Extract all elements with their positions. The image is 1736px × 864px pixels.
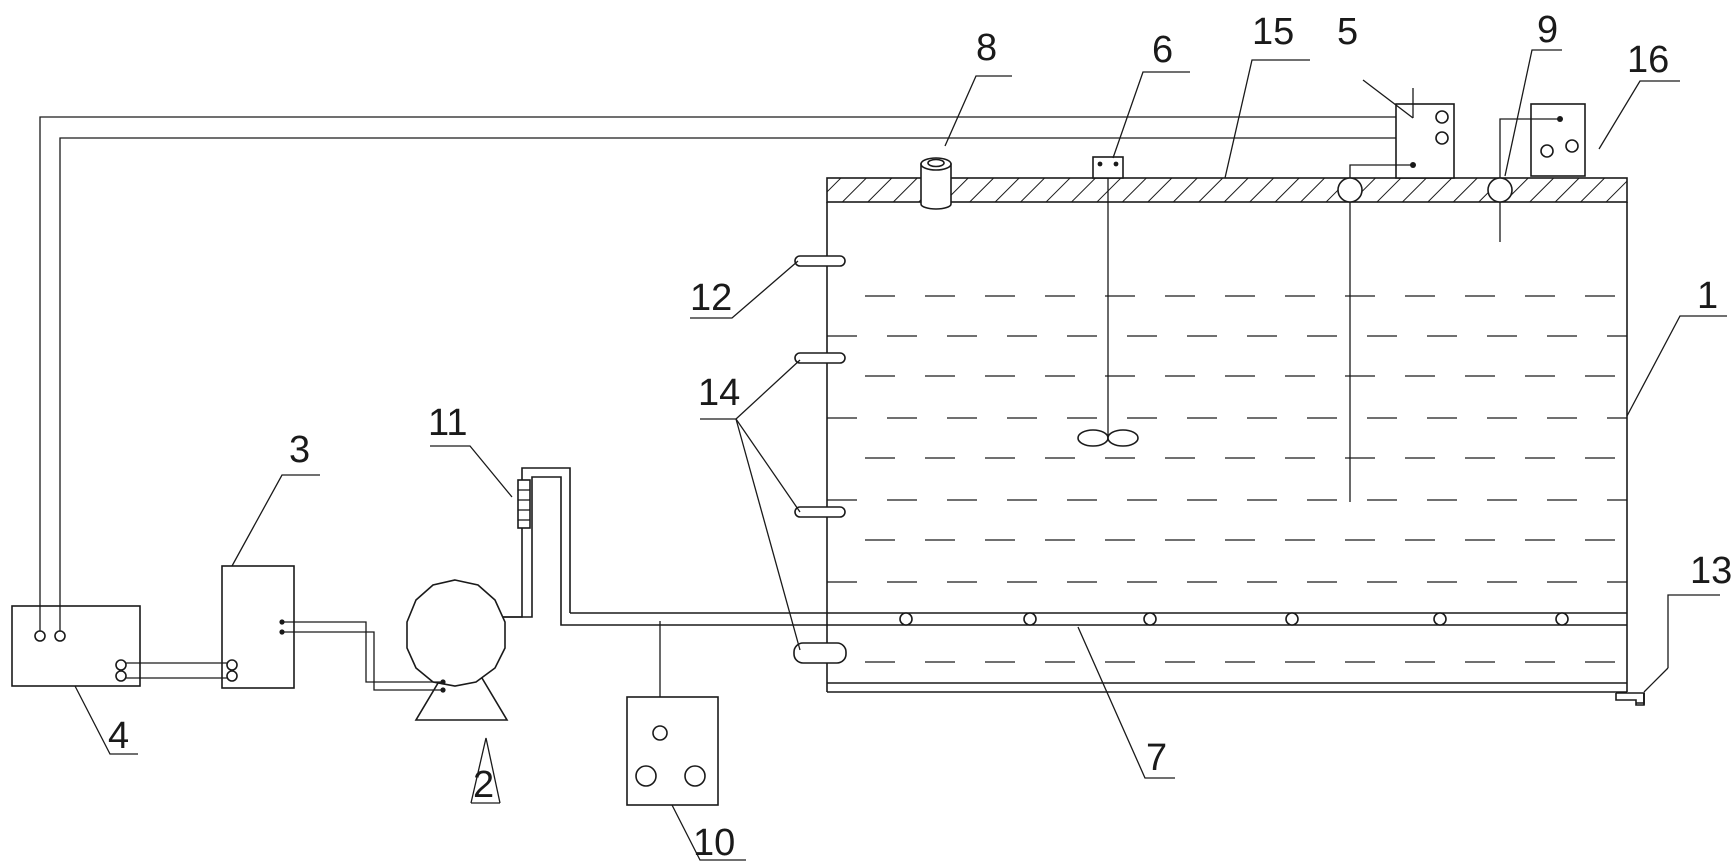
sensor-signal-wires xyxy=(39,116,1436,631)
aeration-pipe xyxy=(570,612,1627,626)
label-3: 3 xyxy=(289,429,310,471)
control-unit xyxy=(11,605,141,687)
part-labels: 1 2 3 4 5 6 7 8 9 10 11 12 13 14 15 16 xyxy=(108,9,1732,864)
stirrer xyxy=(1077,156,1139,447)
side-port-12 xyxy=(794,255,846,267)
detector-probe xyxy=(1487,118,1560,242)
label-7: 7 xyxy=(1146,737,1167,779)
label-13: 13 xyxy=(1690,550,1732,592)
unit-to-controller-wire xyxy=(126,659,238,682)
detector-box xyxy=(1530,103,1586,177)
label-11: 11 xyxy=(428,402,467,444)
aerator-pump xyxy=(626,621,719,806)
sensor-transmitter xyxy=(1337,103,1455,502)
feed-inlet xyxy=(920,157,952,210)
liquid-level-lines xyxy=(827,295,1627,663)
label-12: 12 xyxy=(690,277,732,319)
sampling-ports-14 xyxy=(793,352,847,664)
label-1: 1 xyxy=(1697,275,1718,317)
label-14: 14 xyxy=(698,372,740,414)
air-blower xyxy=(406,579,509,721)
label-6: 6 xyxy=(1152,29,1173,71)
label-16: 16 xyxy=(1627,39,1669,81)
label-15: 15 xyxy=(1252,11,1294,53)
label-10: 10 xyxy=(693,822,735,864)
label-9: 9 xyxy=(1537,9,1558,51)
label-2: 2 xyxy=(473,764,494,806)
drain-outlet xyxy=(1615,692,1645,706)
leader-lines xyxy=(74,49,1727,861)
air-supply-pipe xyxy=(490,467,571,626)
label-8: 8 xyxy=(976,27,997,69)
label-4: 4 xyxy=(108,715,129,757)
reaction-tank xyxy=(826,202,1628,693)
label-5: 5 xyxy=(1337,11,1358,53)
controller-to-blower-wire xyxy=(282,621,443,691)
flow-meter xyxy=(517,479,531,529)
